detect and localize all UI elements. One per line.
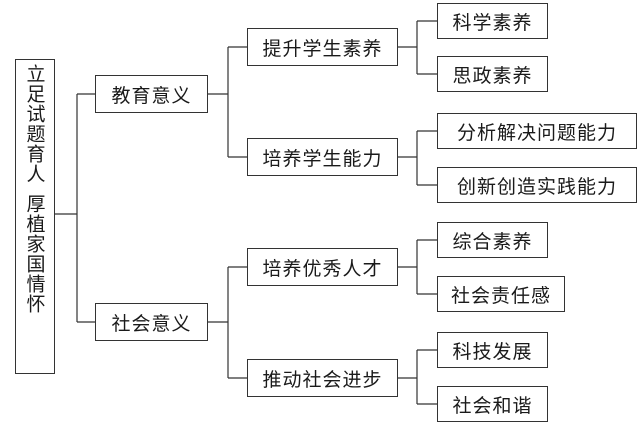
root-line-1: 立足试题育人: [23, 64, 46, 184]
node-education-significance: 教育意义: [95, 75, 208, 113]
leaf-social-responsibility: 社会责任感: [437, 276, 565, 312]
root-line-2: 厚植家国情怀: [23, 194, 46, 314]
leaf-technology-development: 科技发展: [437, 332, 548, 368]
node-promote-progress: 推动社会进步: [247, 359, 398, 397]
node-social-significance: 社会意义: [95, 303, 208, 341]
leaf-comprehensive-literacy: 综合素养: [437, 222, 548, 258]
leaf-social-harmony: 社会和谐: [437, 386, 548, 422]
node-cultivate-ability: 培养学生能力: [247, 138, 398, 176]
leaf-science-literacy: 科学素养: [437, 3, 548, 39]
leaf-innovation-practice: 创新创造实践能力: [437, 167, 637, 203]
root-node: 立足试题育人 厚植家国情怀: [15, 59, 55, 374]
leaf-political-literacy: 思政素养: [437, 56, 548, 92]
leaf-problem-solving: 分析解决问题能力: [437, 113, 637, 149]
node-cultivate-talent: 培养优秀人才: [247, 248, 398, 286]
node-improve-literacy: 提升学生素养: [247, 28, 398, 66]
